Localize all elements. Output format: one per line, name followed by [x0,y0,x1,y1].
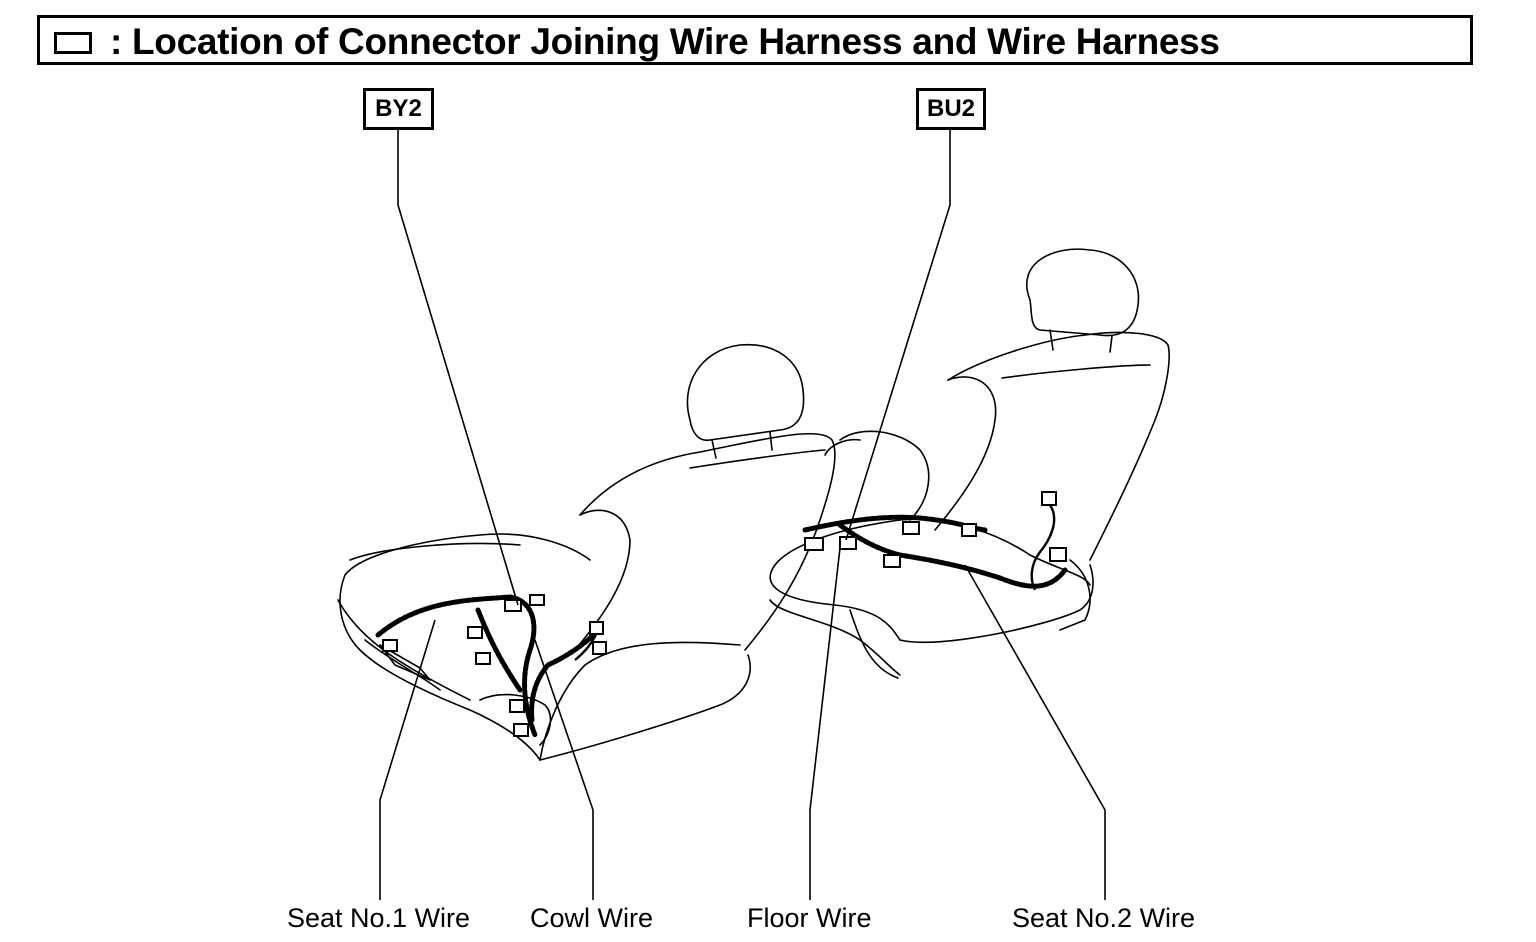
legend-box-icon [54,32,92,54]
connector-block [961,523,977,537]
seat-no1-harness-branch [475,607,523,693]
seat-no2-harness [802,514,988,533]
connector-block [467,626,483,639]
seat-no1-leader-line [379,619,436,900]
connector-block [804,537,824,551]
seat-no2-leader-line [964,564,1106,900]
seat-no1-harness [375,594,538,738]
cowl-leader-line [534,639,594,900]
bu2-leader-line [845,130,951,541]
seat-no2-pigtail [1030,504,1056,591]
page-title: : Location of Connector Joining Wire Har… [110,21,1220,62]
connector-block [475,652,491,665]
seat-no2-drawing [769,248,1170,679]
floor-wire-harness [837,522,1068,589]
label-seat-no2-wire: Seat No.2 Wire [1012,903,1196,933]
title-box: : Location of Connector Joining Wire Har… [37,15,1473,65]
floor-leader-line [809,547,841,900]
cowl-wire-harness [529,625,603,723]
connector-block [589,621,604,635]
connector-block [513,723,529,737]
connector-code-by2: BY2 [363,88,434,130]
connector-block [883,554,901,568]
label-seat-no1-wire: Seat No.1 Wire [287,903,471,933]
by2-leader-line [397,130,519,606]
seat-no1-drawing [337,343,836,761]
connector-block [1049,547,1067,562]
label-cowl-wire: Cowl Wire [530,903,654,933]
connector-block [592,641,607,655]
connector-block [839,536,857,550]
connector-block [902,521,920,535]
connector-block [1041,491,1057,506]
connector-block [504,599,522,612]
connector-code-bu2: BU2 [916,88,986,130]
connector-block [509,699,525,713]
label-floor-wire: Floor Wire [747,903,872,933]
connector-block [529,594,545,606]
connector-block [382,639,398,652]
